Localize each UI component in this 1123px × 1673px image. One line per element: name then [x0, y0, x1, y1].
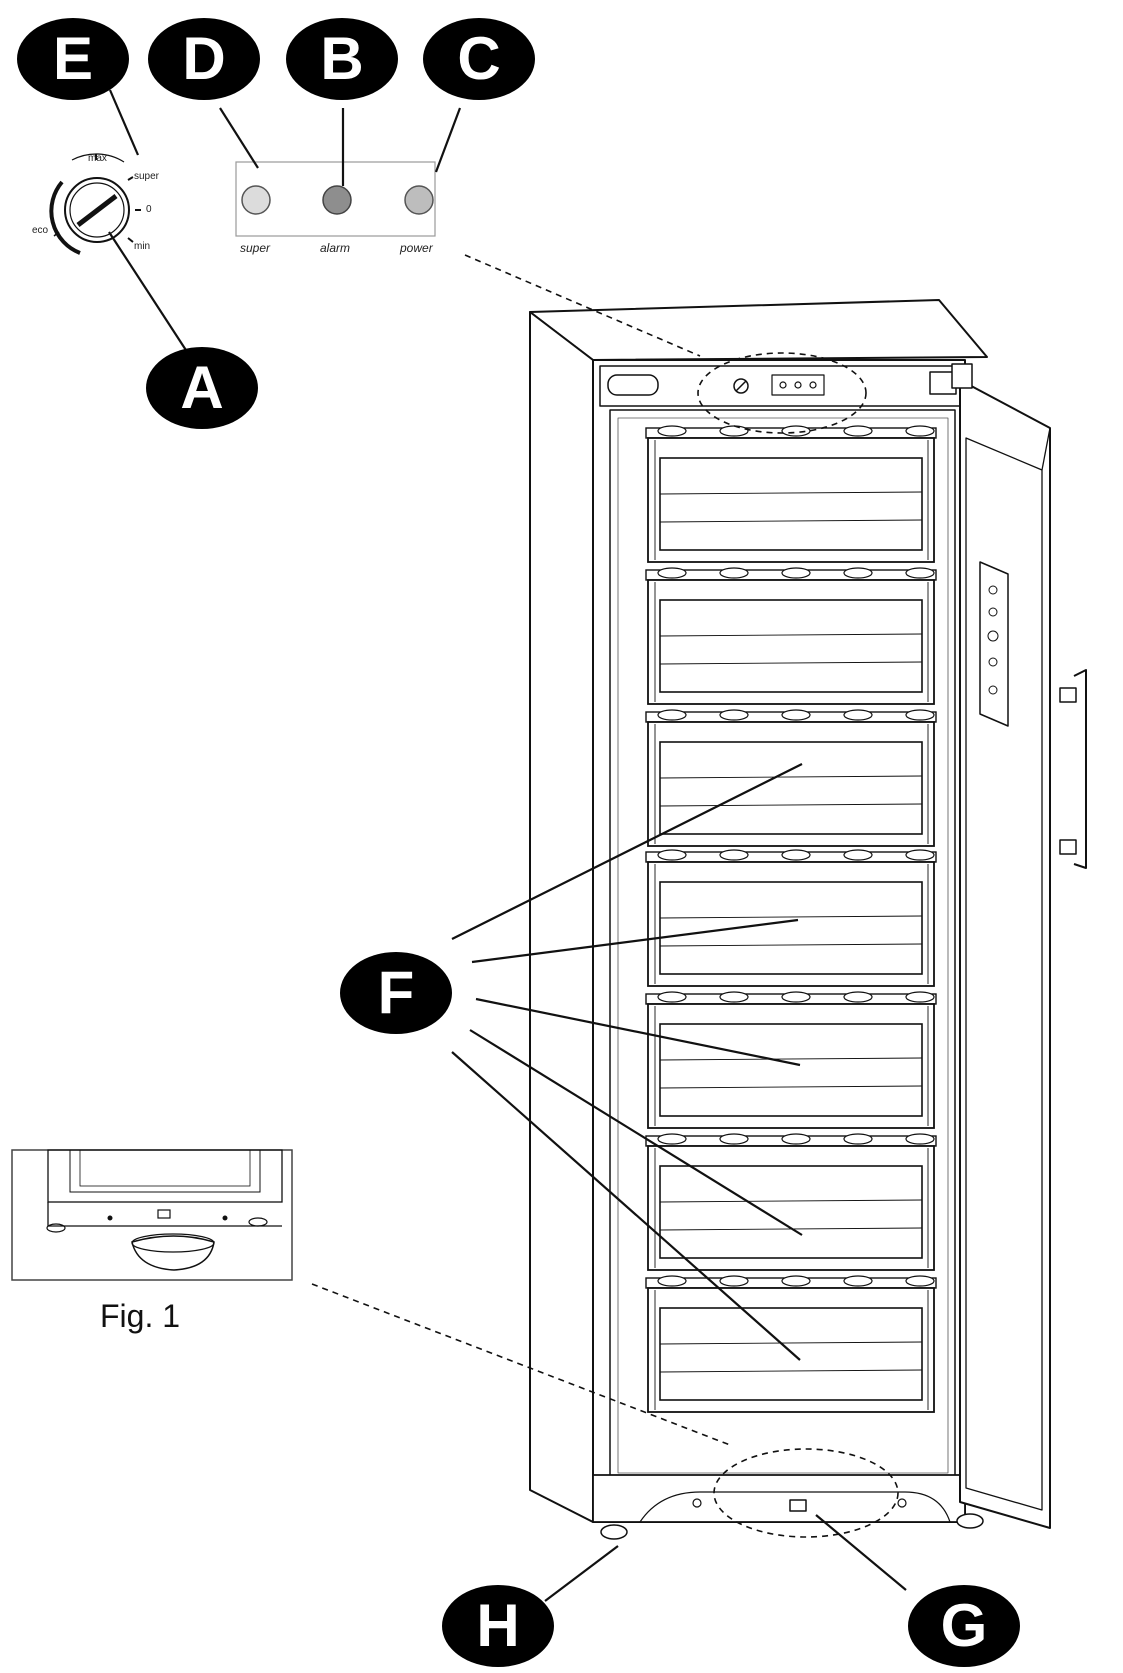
fig1-inset: [11, 1149, 293, 1281]
callout-b: B: [284, 16, 400, 102]
callout-a: A: [144, 345, 260, 431]
callout-b-badge: [286, 18, 398, 100]
drawer: [645, 991, 937, 1129]
callout-c: C: [421, 16, 537, 102]
callout-e-label: E: [52, 25, 94, 92]
callout-f-label: F: [377, 959, 415, 1026]
leader-lines: [108, 89, 907, 1602]
alarm-lamp: [322, 185, 352, 215]
callout-f-badge: [340, 952, 452, 1034]
dial-label-min: min: [134, 241, 151, 252]
freezer-door: [951, 363, 1087, 1529]
dial-label-max: max: [88, 153, 107, 164]
dial-label-eco: eco: [32, 225, 49, 236]
indicator-label-alarm: alarm: [320, 241, 351, 255]
super-lamp: [241, 185, 271, 215]
indicator-label-super: super: [240, 241, 271, 255]
dial-label-zero: 0: [146, 204, 152, 215]
drawer: [645, 567, 937, 705]
callout-h-label: H: [476, 1592, 520, 1659]
callout-e: E: [15, 16, 131, 102]
drawer: [645, 849, 937, 987]
callout-a-label: A: [180, 354, 224, 421]
drawer: [645, 1275, 937, 1413]
callout-c-badge: [423, 18, 535, 100]
drawer-stack: [645, 425, 937, 1413]
detail-outlines: [311, 254, 899, 1538]
callout-h-badge: [442, 1585, 554, 1667]
callout-h: H: [440, 1583, 556, 1669]
callout-d-badge: [148, 18, 260, 100]
indicator-label-power: power: [400, 241, 433, 255]
power-lamp: [404, 185, 434, 215]
callout-g-label: G: [940, 1592, 988, 1659]
callout-g: G: [906, 1583, 1022, 1669]
callout-b-label: B: [320, 25, 364, 92]
callout-e-badge: [17, 18, 129, 100]
thermostat-dial: [49, 153, 141, 255]
drawer: [645, 709, 937, 847]
drawer: [645, 1133, 937, 1271]
figure-caption: Fig. 1: [100, 1298, 181, 1334]
callout-d-label: D: [182, 25, 226, 92]
indicator-panel: [235, 161, 436, 237]
callout-d: D: [146, 16, 262, 102]
drawer: [645, 425, 937, 563]
callout-a-badge: [146, 347, 258, 429]
dial-label-super: super: [134, 171, 160, 182]
callout-g-badge: [908, 1585, 1020, 1667]
callout-f: F: [338, 950, 454, 1036]
callout-c-label: C: [457, 25, 501, 92]
